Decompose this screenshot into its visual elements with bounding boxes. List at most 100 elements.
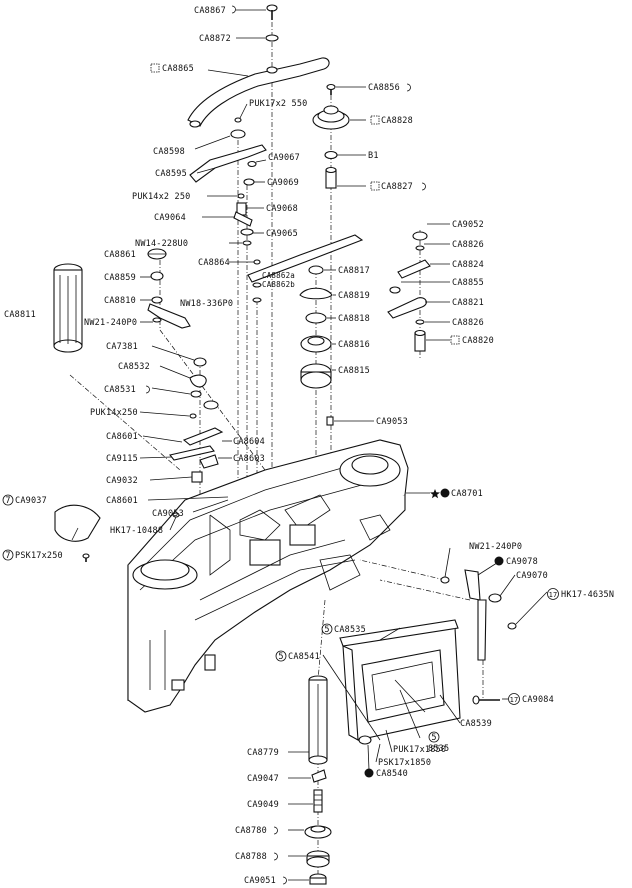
label-ca8811: CA8811 [4,310,36,320]
partial-ring-ca8827 [421,182,426,191]
callout-circle-5c [428,731,440,743]
label-ca8595: CA8595 [155,169,187,179]
label-ca8819: CA8819 [338,291,370,301]
label-ca8824: CA8824 [452,260,484,270]
label-ca8867: CA8867 [194,6,226,16]
label-nw18-336p0: NW18-336P0 [180,299,233,309]
washer-ca8531 [190,390,202,398]
label-ca8539: CA8539 [460,719,492,729]
washer-nw18 [252,297,262,303]
long-lever [247,234,364,283]
label-puk14x250: PUK14x250 [90,408,138,418]
label-ca8701: CA8701 [451,489,483,499]
label-ca8780: CA8780 [235,826,267,836]
label-nw21-240p0-left: NW21-240P0 [84,318,137,328]
spring-ca9047 [311,769,327,783]
label-ca8827: CA8827 [381,182,413,192]
spring-ca8859 [150,271,164,281]
shaft-ca8827 [325,166,337,189]
label-ca9064: CA9064 [154,213,186,223]
label-puk17x1850: PUK17x1850 [393,745,446,755]
spool-ca8811 [53,263,83,353]
screw-psk17-250 [82,553,90,562]
washer-ca8598 [230,129,246,139]
label-hk17-10488: HK17-10488 [110,526,163,536]
label-ca8861: CA8861 [104,250,136,260]
part-ca8855 [389,286,401,294]
label-ca8826: CA8826 [452,240,484,250]
callout-number: 5 [431,733,436,743]
callout-number: 17 [510,696,519,704]
screw-puk14 [237,193,245,199]
shaft-ca8820 [414,329,426,352]
label-ca8816: CA8816 [338,340,370,350]
label-ca8856: CA8856 [368,83,400,93]
washer-nw21-right [440,576,450,584]
washer-ca8872 [265,34,279,42]
callout-circle-7b [2,549,14,561]
star-marker-ca8701 [430,489,440,499]
rewind-shaft-ca8779 [308,675,328,765]
label-ca8779: CA8779 [247,748,279,758]
label-ca9053-left: CA9053 [152,509,184,519]
screw-ca9049 [313,789,323,813]
screw-ca8864 [253,259,261,265]
label-ca9065: CA9065 [266,229,298,239]
lever-ca9078 [464,569,481,601]
spacer-ca8862 [252,282,262,288]
label-ca9069: CA9069 [267,178,299,188]
dot-marker-ca8701 [440,488,450,498]
washer-nw14 [242,240,252,246]
plate-ca9053-right [326,416,334,426]
callout-circle-7a [2,494,14,506]
label-psk17x250: PSK17x250 [15,551,63,561]
screw-puk14-250 [189,413,197,419]
washer-nw21-left [152,317,162,323]
label-ca8855: CA8855 [452,278,484,288]
part-ca9032 [191,471,203,483]
part-labels: CA8867 CA8872 CA8865 CA8856 PUK17x2 550 … [4,6,614,886]
lever-hole [266,66,278,74]
square-marker-ca8827 [370,181,380,191]
partial-ring-ca8867 [231,5,236,14]
ring-b1 [324,150,338,160]
screw-ca8867 [266,4,278,20]
lever-ca8810 [147,303,191,329]
knob-ca9051 [309,873,327,885]
washer-large [203,400,219,410]
label-ca8865: CA8865 [162,64,194,74]
lever-ca8604 [182,427,224,446]
label-ca8815: CA8815 [338,366,370,376]
label-ca9049: CA9049 [247,800,279,810]
lever-ca9115 [169,445,215,461]
callout-number: 17 [549,591,558,599]
lever-ca8824 [397,259,431,279]
label-ca8820: CA8820 [462,336,494,346]
label-ca8859: CA8859 [104,273,136,283]
wheel-ca8815 [300,363,332,389]
plate-ca9037 [54,504,101,542]
label-ca8603: CA8603 [233,454,265,464]
partial-ring-ca9051 [282,876,287,885]
markers [2,5,559,885]
label-ca8601-lower: CA8601 [106,496,138,506]
label-ca9078: CA9078 [506,557,538,567]
label-ca9032: CA9032 [106,476,138,486]
label-ca8604: CA8604 [233,437,265,447]
label-ca8788: CA8788 [235,852,267,862]
label-ca8810: CA8810 [104,296,136,306]
label-psk17x1850: PSK17x1850 [378,758,431,768]
label-ca7381: CA7381 [106,342,138,352]
screw-hk17-right [507,622,517,630]
label-ca8826-bottom: CA8826 [452,318,484,328]
wheel-ca8816 [300,335,332,353]
label-ca9051: CA9051 [244,876,276,886]
label-ca9052: CA9052 [452,220,484,230]
label-ca8817: CA8817 [338,266,370,276]
label-ca8862b: CA8862b [262,280,295,289]
square-marker-ca8865 [150,63,160,73]
label-ca8532: CA8532 [118,362,150,372]
screw-ca9070 [488,593,502,603]
